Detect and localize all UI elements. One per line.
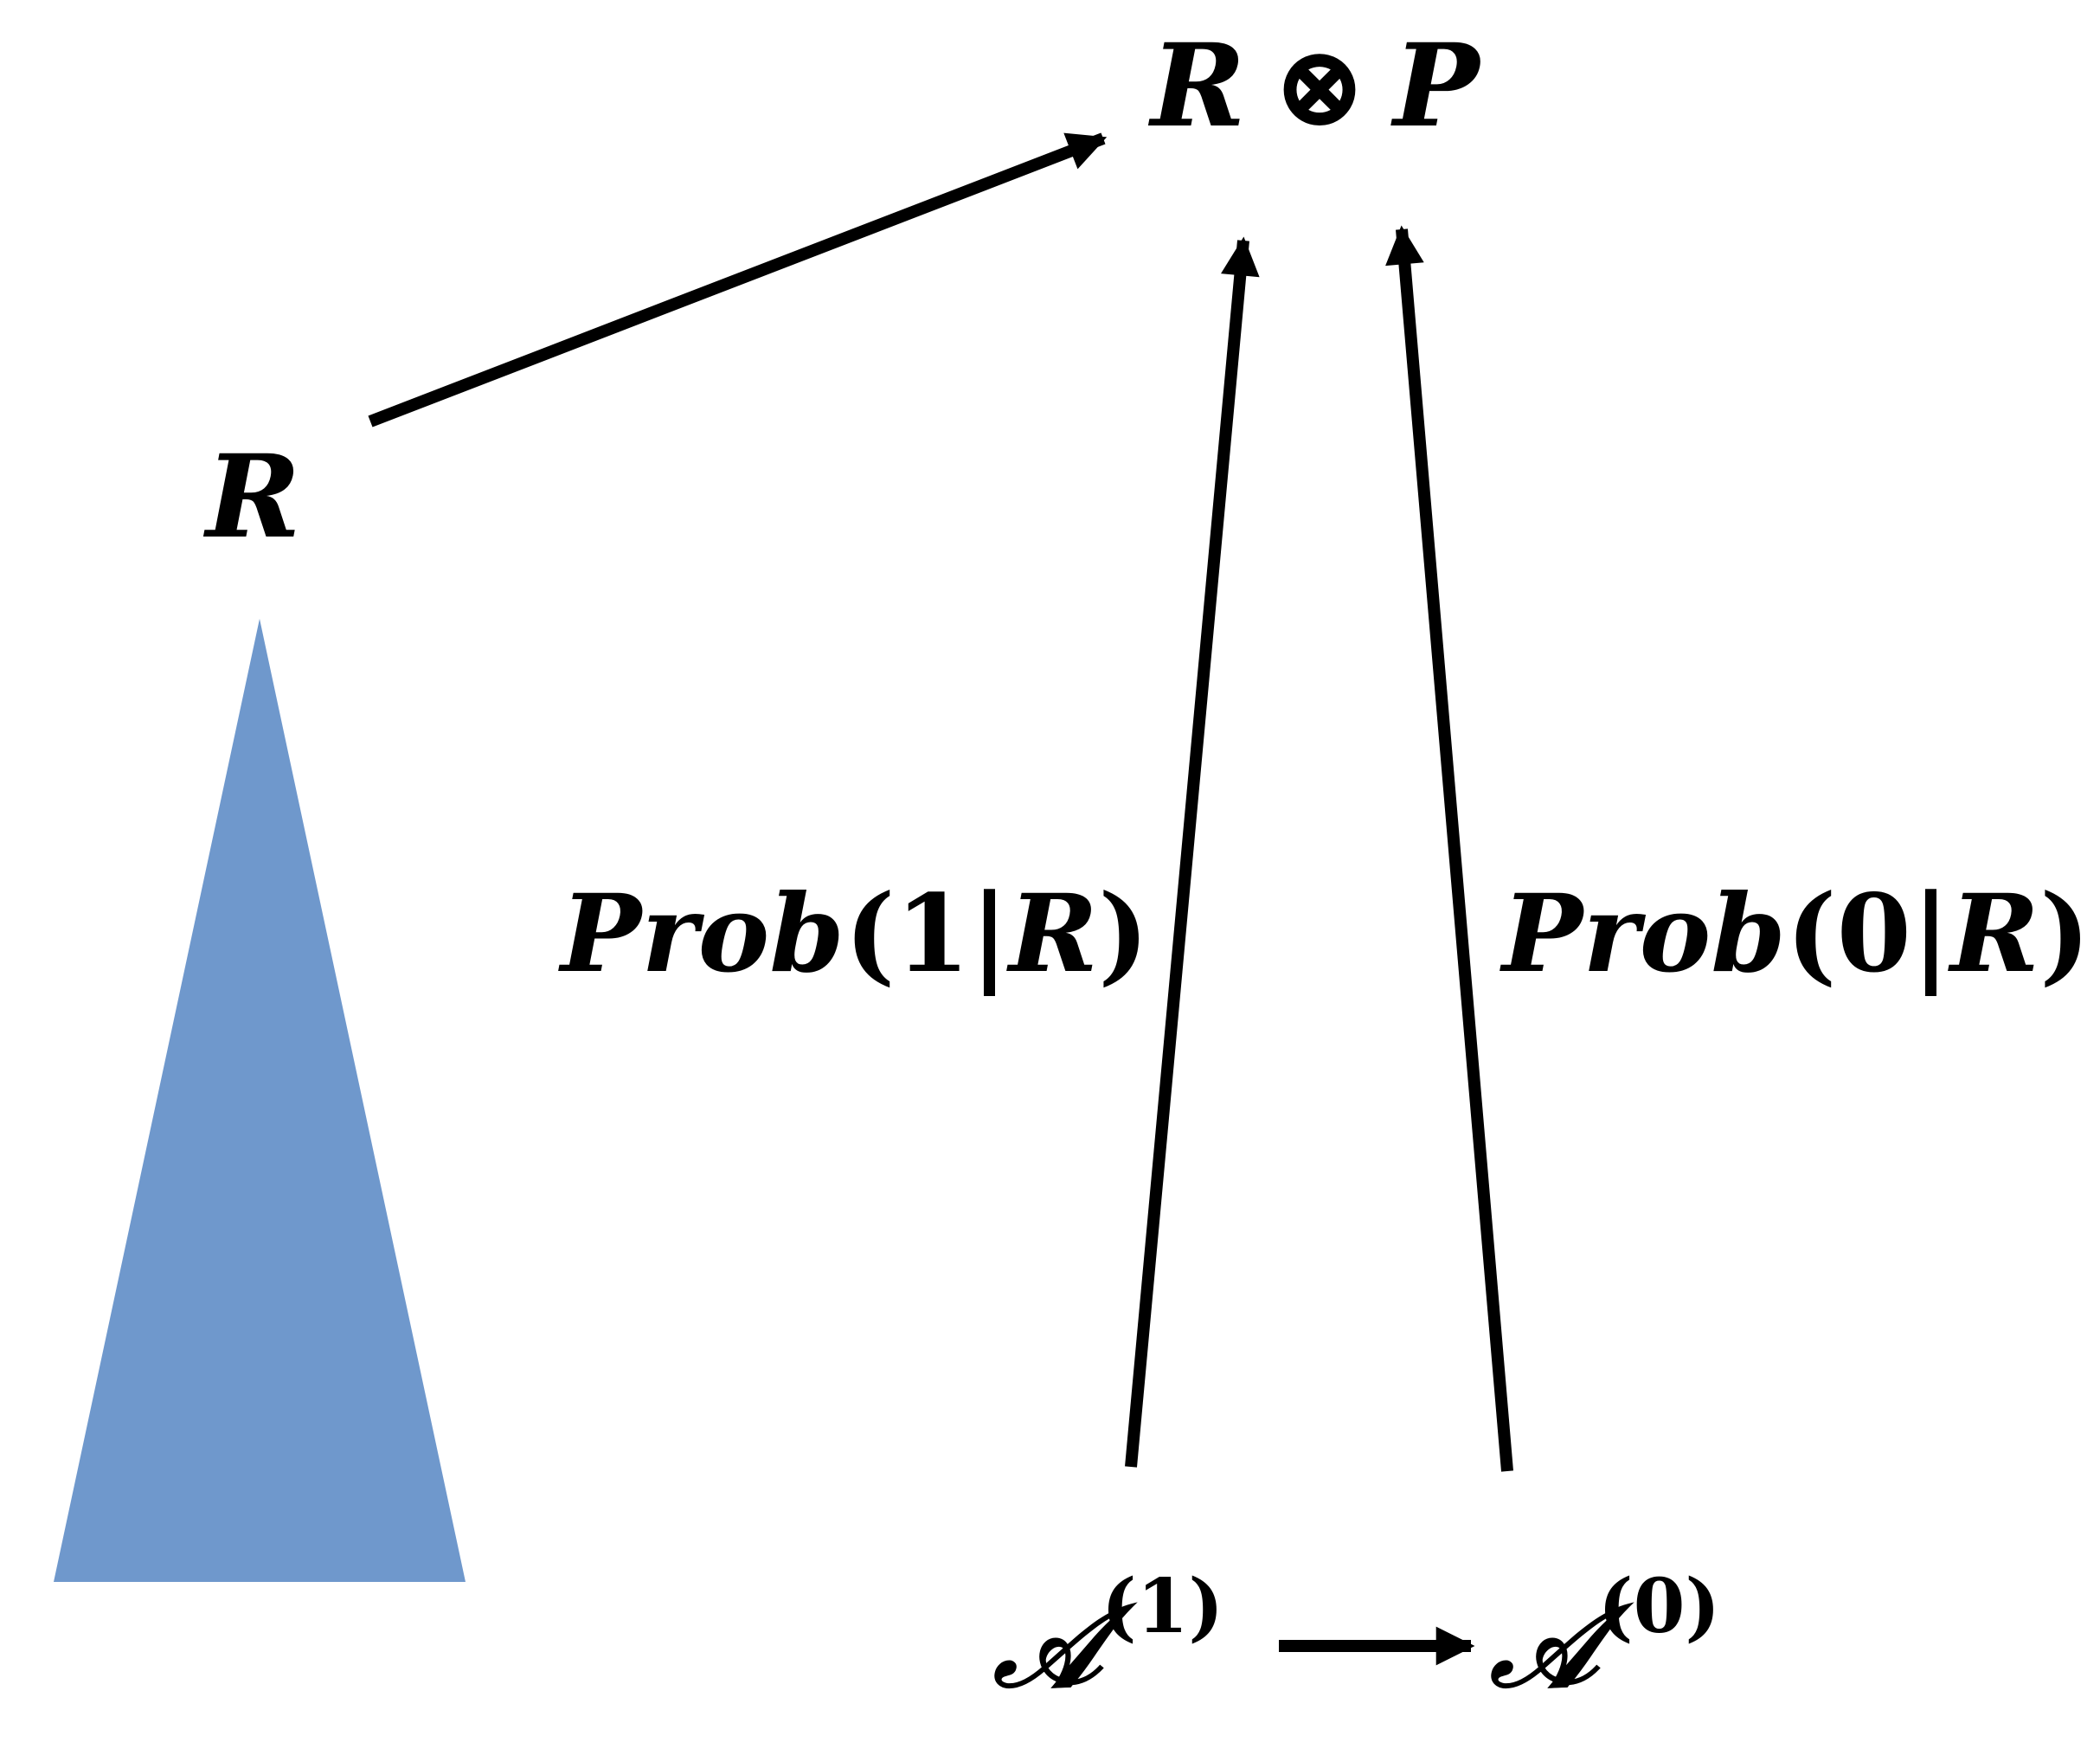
prob-0-open: ( [1786,871,1837,997]
prob-0-given: R [1948,871,2039,997]
tensor-left: R [1147,19,1246,153]
prob-0-label: Prob(0|R) [1500,871,2090,997]
tensor-right: P [1390,19,1482,153]
prob-1-value: 1 [896,871,970,997]
a0-node-label: 𝒜(0) [1489,1563,1720,1713]
triangle-icon [54,619,466,1582]
prob-0-close: ) [2039,871,2090,997]
a1-superscript: (1) [1101,1563,1223,1650]
prob-0-value: 0 [1837,871,1911,997]
prob-1-open: ( [844,871,896,997]
prob-0-bar: | [1911,871,1950,997]
prob-1-fn: Prob [558,871,844,997]
tensor-product-label: R⊗P [1147,19,1482,153]
tensor-operator: ⊗ [1272,19,1368,153]
prob-1-given: R [1006,871,1098,997]
prob-1-bar: | [970,871,1009,997]
a1-node-label: 𝒜(1) [992,1563,1223,1713]
prob-1-close: ) [1098,871,1149,997]
a0-superscript: (0) [1598,1563,1720,1650]
r-node-label: R [202,430,301,564]
arrow-a0-to-tensor [1385,225,1513,1472]
arrow-a1-to-tensor [1125,236,1260,1468]
prob-0-fn: Prob [1500,871,1786,997]
prob-1-label: Prob(1|R) [558,871,1149,997]
arrow-r-to-tensor [368,132,1108,428]
